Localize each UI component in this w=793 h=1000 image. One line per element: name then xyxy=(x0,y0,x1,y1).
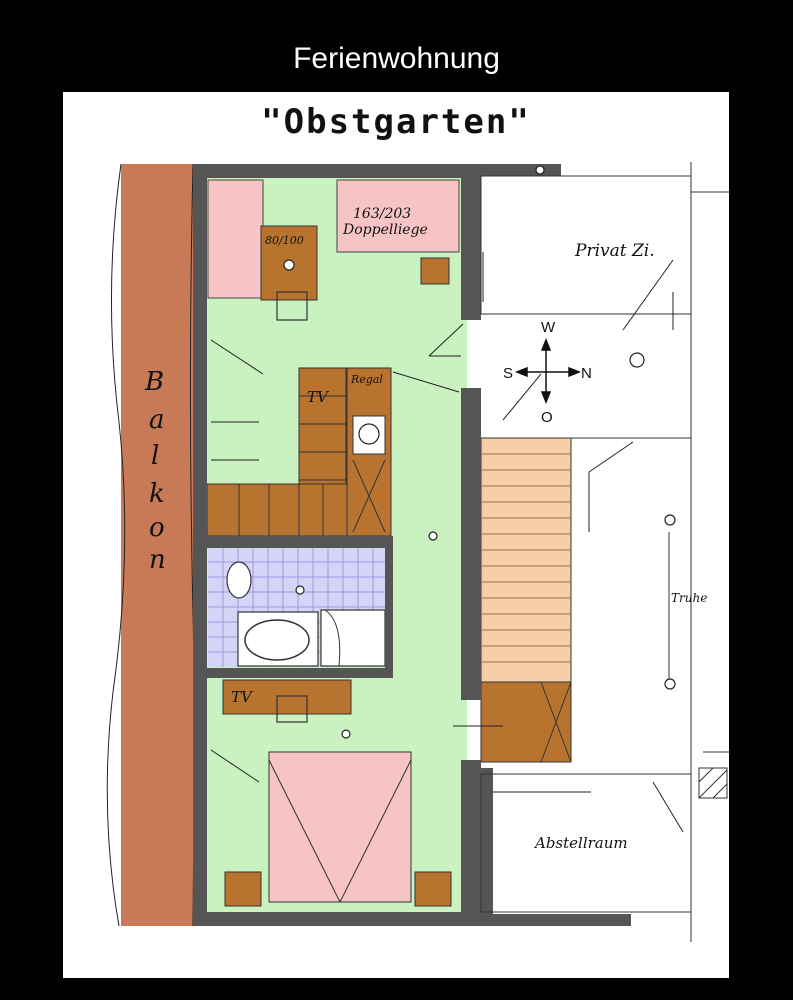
balcony-letter-4: k xyxy=(149,479,165,509)
balcony-letter-6: n xyxy=(149,545,166,575)
compass-east-label: O xyxy=(541,409,553,426)
label-private-room: Privat Zi. xyxy=(574,241,655,261)
stair-block-left xyxy=(206,483,348,537)
floor-plan: 163/203 Doppelliege 80/100 Privat Zi. TV… xyxy=(106,162,729,942)
nightstand-bottom-right xyxy=(414,871,452,907)
light-fixtures xyxy=(283,165,676,739)
chair-top xyxy=(276,291,308,321)
bed-bottom xyxy=(268,751,412,903)
balcony-area xyxy=(121,164,193,926)
label-chest: Truhe xyxy=(671,591,707,605)
compass-west-label: W xyxy=(541,319,556,336)
chimney-hatch-lines xyxy=(698,767,728,799)
compass-south-label: S xyxy=(503,365,513,382)
label-tv-upper: TV xyxy=(307,388,330,406)
stair-steps-mid xyxy=(238,395,346,536)
tv-console-bottom xyxy=(222,679,352,715)
shower-tray xyxy=(320,609,386,667)
bed-diagonal-b xyxy=(339,759,412,903)
balcony-letter-3: l xyxy=(151,441,159,471)
chair-bottom xyxy=(276,695,308,723)
page-title: Ferienwohnung xyxy=(293,42,500,75)
stairwell-steps xyxy=(481,453,571,663)
right-room-outlines xyxy=(480,162,729,942)
balcony-railing-line xyxy=(106,163,126,927)
landing-cross-b xyxy=(540,681,572,763)
double-bed xyxy=(336,179,460,253)
label-small-table: 80/100 xyxy=(265,234,304,247)
shower-curve xyxy=(324,609,341,667)
stairwell xyxy=(480,437,572,683)
balcony-letter-1: B xyxy=(144,367,164,397)
door-swings xyxy=(210,252,684,833)
compass-rose xyxy=(514,337,582,405)
sink-basin xyxy=(244,619,310,661)
plan-subtitle: "Obstgarten" xyxy=(261,102,531,142)
shelf-round-fixture xyxy=(358,423,380,445)
shelf-cross-b xyxy=(352,459,386,533)
top-pink-corner xyxy=(207,179,264,299)
bed-diagonal-a xyxy=(268,759,341,903)
label-storage: Abstellraum xyxy=(533,834,628,852)
walls xyxy=(193,164,631,926)
compass-north-label: N xyxy=(581,365,592,382)
label-double-bed-type: Doppelliege xyxy=(342,222,428,238)
label-shelf: Regal xyxy=(350,373,383,386)
nightstand-bottom-left xyxy=(224,871,262,907)
label-tv-lower: TV xyxy=(231,688,254,706)
label-double-bed-size: 163/203 xyxy=(353,206,411,222)
balcony-letter-5: o xyxy=(149,513,165,543)
balcony-letter-2: a xyxy=(149,405,165,435)
nightstand-top-right xyxy=(420,257,450,285)
floor-plan-sheet: "Obstgarten" xyxy=(63,92,729,978)
lower-landing-cabinet xyxy=(480,681,572,763)
toilet-fixture xyxy=(226,561,252,599)
